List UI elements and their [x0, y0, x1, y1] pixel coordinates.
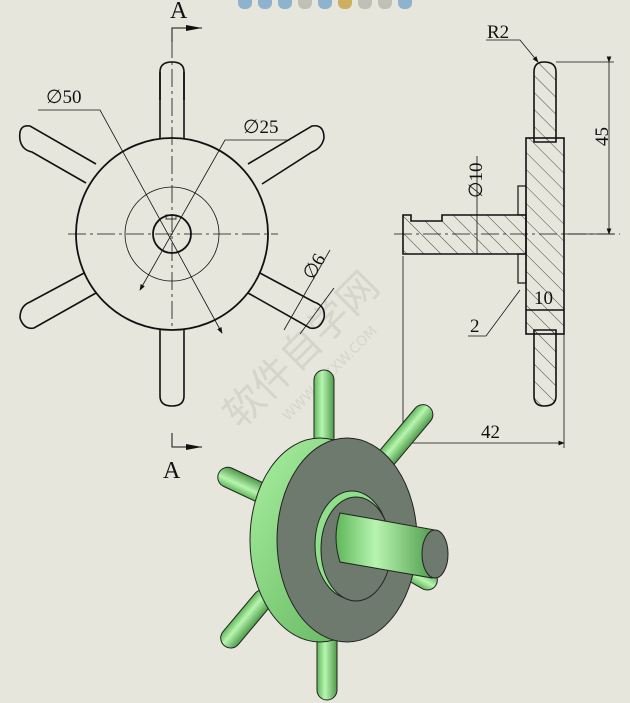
shaft-3d	[335, 512, 436, 579]
dim-hub-width: 10	[534, 288, 553, 309]
dim-shaft-diameter: ∅10	[466, 162, 487, 198]
dim-height: 45	[592, 127, 613, 146]
view-orientation-icon[interactable]	[358, 0, 372, 9]
section-view	[394, 39, 620, 448]
svg-text:A: A	[170, 0, 188, 24]
section-marker-bottom: A	[163, 433, 202, 484]
rotate-icon[interactable]	[318, 0, 332, 9]
svg-text:A: A	[163, 458, 181, 484]
view-toolbar	[238, 0, 412, 9]
appearance-icon[interactable]	[398, 0, 412, 9]
front-view	[18, 40, 335, 407]
display-style-icon[interactable]	[378, 0, 392, 9]
dim-fillet-radius: R2	[487, 22, 509, 43]
previous-view-icon[interactable]	[298, 0, 312, 9]
spokes	[18, 72, 326, 407]
section-marker-top: A	[170, 0, 202, 42]
section-view-icon[interactable]	[338, 0, 352, 9]
zoom-area-icon[interactable]	[278, 0, 292, 9]
zoom-to-fit-icon[interactable]	[258, 0, 272, 9]
zoom-icon[interactable]	[238, 0, 252, 9]
dim-spoke-diameter: ∅6	[299, 250, 330, 283]
dim-inner-diameter: ∅25	[243, 117, 279, 138]
3d-model-view[interactable]	[215, 369, 449, 701]
dim-step: 2	[470, 316, 480, 337]
keyway	[165, 214, 177, 220]
dim-outer-diameter: ∅50	[46, 87, 82, 108]
dim-total-length: 42	[481, 422, 500, 443]
shaft-end-face	[421, 529, 449, 579]
